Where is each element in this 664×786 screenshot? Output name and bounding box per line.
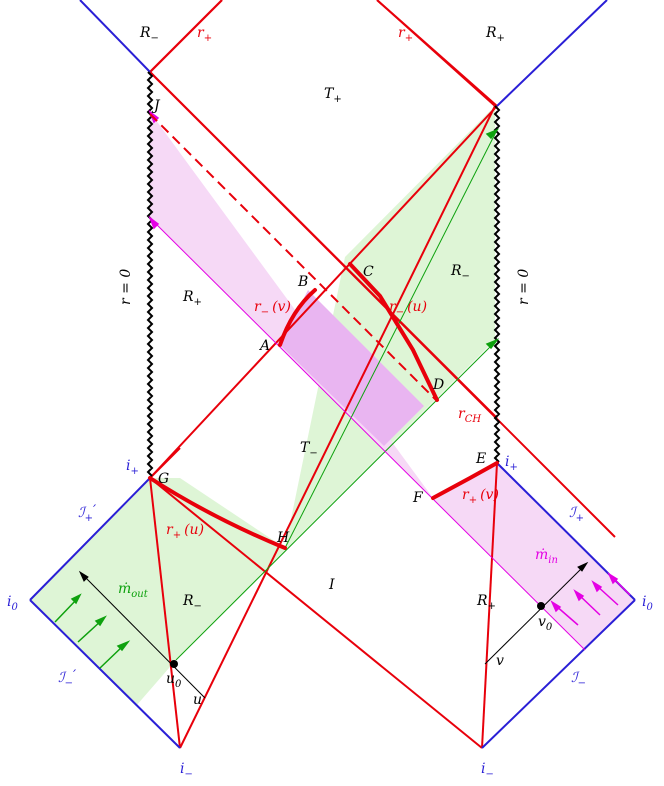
influx-region (150, 112, 635, 650)
svg-text:i−: i− (180, 761, 193, 780)
label-r-plus-v: r (462, 487, 470, 503)
svg-text:i0: i0 (642, 594, 653, 613)
label-v: v (496, 653, 504, 669)
label-R-plus-mid: R (182, 289, 194, 305)
svg-text:ℐ−: ℐ− (571, 670, 586, 689)
svg-text:r−(v): r−(v) (254, 299, 291, 318)
label-i-plus-right: i (505, 454, 509, 470)
dashed-line-JD (149, 113, 437, 401)
label-m-out: ṁ (118, 581, 131, 597)
label-scri-minus-left: ℐ (58, 670, 67, 686)
label-R-minus-top: R (139, 25, 151, 41)
influx-rays (149, 217, 586, 651)
label-v0: v (538, 614, 546, 630)
u0-point (170, 660, 178, 668)
svg-text:i+: i+ (505, 454, 518, 473)
label-i-zero-left: i (7, 594, 11, 610)
influx-arrows (148, 109, 631, 626)
label-u: u (193, 692, 202, 708)
label-m-in: ṁ (535, 547, 548, 563)
point-J: J (151, 98, 161, 114)
label-r-plus-right: r (398, 25, 406, 41)
curve-EF (431, 461, 499, 500)
svg-text:r+(v): r+(v) (462, 487, 499, 506)
svg-text:ℐ+: ℐ+ (569, 505, 584, 524)
svg-text:v0: v0 (538, 614, 553, 633)
label-r-plus-u: r (166, 522, 174, 538)
svg-text:r−(u): r−(u) (389, 299, 427, 318)
svg-text:r+: r+ (197, 25, 212, 44)
label-i-minus-left: i (180, 761, 184, 777)
singularities (146, 71, 501, 477)
svg-text:ṁout: ṁout (118, 581, 149, 600)
label-scri-plus-right: ℐ (569, 505, 578, 521)
svg-text:i0: i0 (7, 594, 18, 613)
svg-text:u0: u0 (166, 671, 182, 690)
label-u0: u (166, 671, 175, 687)
label-r-zero-left: r = 0 (118, 269, 134, 305)
point-A: A (258, 338, 270, 354)
label-scri-plus-left: ℐ (78, 505, 87, 521)
label-R-plus-top: R (485, 25, 497, 41)
point-G: G (158, 471, 169, 487)
svg-text:T+: T+ (324, 86, 342, 105)
label-i-zero-right: i (642, 594, 646, 610)
point-B: B (297, 274, 308, 290)
svg-text:R+: R+ (485, 25, 505, 44)
svg-text:R−: R− (182, 593, 202, 612)
label-R-minus-bottom: R (182, 593, 194, 609)
label-R-plus-bottom: R (476, 593, 488, 609)
svg-text:R+: R+ (182, 289, 202, 308)
svg-text:rCH: rCH (458, 406, 481, 425)
curve-CD (348, 262, 439, 402)
curve-GH (148, 476, 287, 550)
point-C: C (363, 264, 374, 280)
point-I: I (328, 577, 335, 593)
label-T-plus: T (324, 86, 335, 102)
v0-point (537, 602, 545, 610)
singularity-left (146, 71, 154, 477)
outflux-region-upper (285, 106, 495, 548)
label-T-minus: T (300, 440, 311, 456)
label-r-plus-left: r (197, 25, 205, 41)
outflux-rays (175, 129, 498, 661)
label-r-zero-right: r = 0 (516, 269, 532, 305)
label-r-ch: r (458, 406, 466, 422)
observer-axes (78, 561, 589, 699)
svg-text:r+: r+ (398, 25, 413, 44)
point-F: F (412, 490, 424, 506)
label-scri-minus-right: ℐ (571, 670, 580, 686)
outflux-arrows (54, 128, 500, 669)
point-H: H (276, 530, 290, 546)
label-i-plus-left: i (126, 458, 130, 474)
svg-text:ṁin: ṁin (535, 547, 558, 566)
overlap-region (280, 290, 424, 446)
svg-text:T−: T− (300, 440, 318, 459)
label-r-minus-u: r (389, 299, 397, 315)
point-D: D (432, 377, 444, 393)
singularity-right (493, 105, 501, 463)
point-E: E (475, 451, 486, 467)
svg-text:r+(u): r+(u) (166, 522, 204, 541)
thick-curves (148, 262, 499, 550)
curve-AB (278, 288, 317, 347)
svg-text:i+: i+ (126, 458, 139, 477)
outflux-region-lower (30, 340, 495, 706)
horizon-lines-main (149, 0, 498, 749)
label-i-minus-right: i (481, 761, 485, 777)
label-r-minus-v: r (254, 299, 262, 315)
svg-text:ℐ−′: ℐ−′ (58, 668, 77, 689)
label-R-minus-mid: R (450, 263, 462, 279)
svg-text:ℐ+′: ℐ+′ (78, 503, 97, 524)
svg-text:i−: i− (481, 761, 494, 780)
svg-text:R−: R− (139, 25, 159, 44)
svg-text:R−: R− (450, 263, 470, 282)
svg-text:R+: R+ (476, 593, 496, 612)
